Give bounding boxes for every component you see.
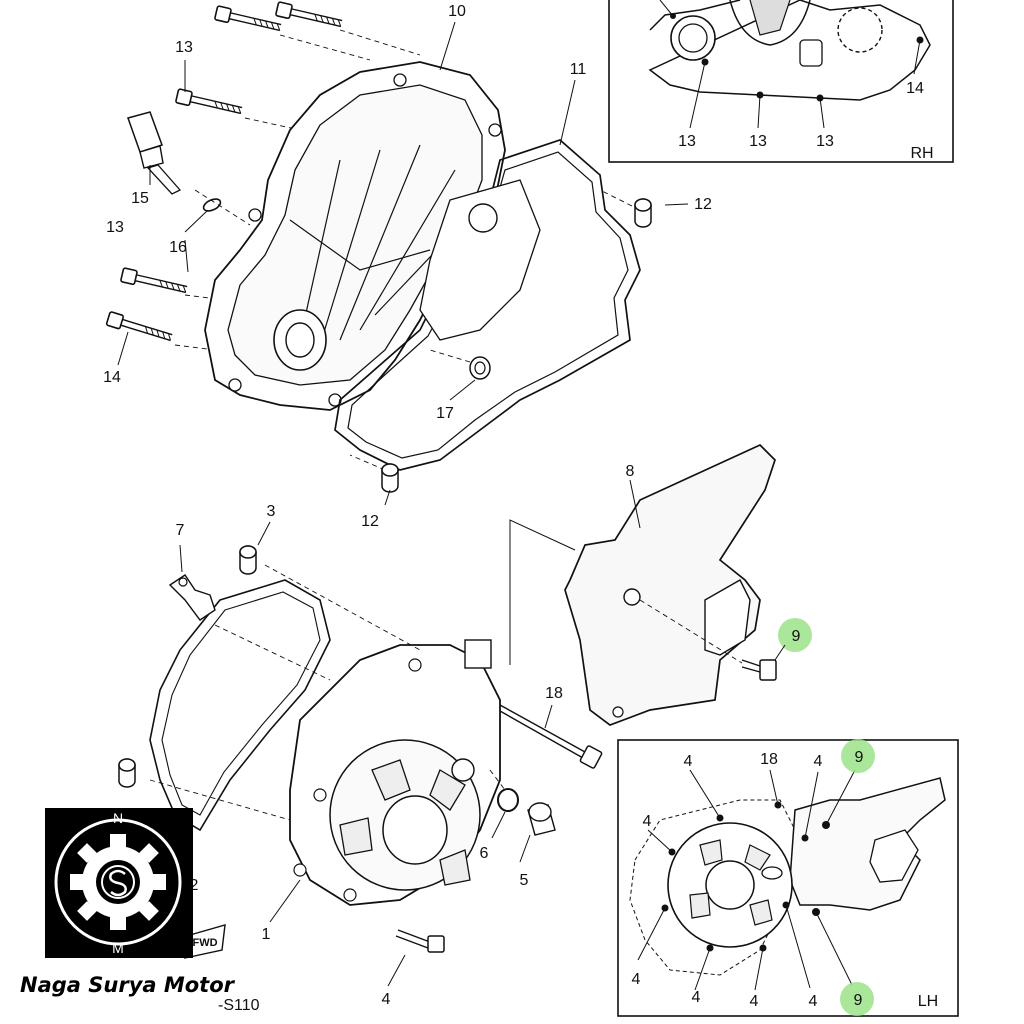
highlight-marker xyxy=(840,982,874,1016)
callout-16: 16 xyxy=(169,239,187,256)
drawing-code: -S110 xyxy=(218,997,260,1014)
callout-3: 3 xyxy=(267,503,276,520)
svg-text:M: M xyxy=(112,940,124,956)
callout-13: 13 xyxy=(106,219,124,236)
callout-17: 17 xyxy=(436,405,454,422)
collar-icon xyxy=(381,463,399,493)
callout-1: 1 xyxy=(262,926,271,943)
callout-18: 18 xyxy=(545,685,563,702)
callout-14: 14 xyxy=(103,369,121,386)
collar-icon xyxy=(239,545,257,575)
collar-icon xyxy=(634,198,652,228)
callout-9: 9 xyxy=(855,749,864,766)
callout-4: 4 xyxy=(750,993,759,1010)
bolt-icon xyxy=(274,1,344,32)
callout-13: 13 xyxy=(749,133,767,150)
fwd-mark: FWD xyxy=(192,937,217,949)
highlight-marker xyxy=(778,618,812,652)
callout-4: 4 xyxy=(692,989,701,1006)
callout-4: 4 xyxy=(382,991,391,1008)
brand-name: Naga Surya Motor xyxy=(20,973,236,997)
callout-14: 14 xyxy=(906,80,924,97)
callout-4: 4 xyxy=(632,971,641,988)
brand-watermark: N M Naga Surya Motor xyxy=(20,808,236,997)
callout-10: 10 xyxy=(448,3,466,20)
callout-7: 7 xyxy=(176,522,185,539)
callout-5: 5 xyxy=(520,872,529,889)
highlight-marker xyxy=(841,739,875,773)
callout-12: 12 xyxy=(361,513,379,530)
callout-4: 4 xyxy=(814,753,823,770)
callout-9: 9 xyxy=(854,992,863,1009)
callout-13: 13 xyxy=(175,39,193,56)
callout-13: 13 xyxy=(816,133,834,150)
callout-2: 2 xyxy=(190,877,199,894)
callout-11: 11 xyxy=(570,61,587,78)
gear-logo-icon: N M xyxy=(54,810,182,956)
callout-18: 18 xyxy=(760,751,778,768)
callout-12: 12 xyxy=(694,196,712,213)
inset-lh-label: LH xyxy=(918,993,938,1010)
callout-15: 15 xyxy=(131,190,149,207)
collar-icon xyxy=(118,758,136,788)
crankcase-cover-lh-assembly: 9 xyxy=(118,443,812,1014)
callout-9: 9 xyxy=(792,628,801,645)
inset-lh: 4 18 4 4 4 4 4 4 9 9 LH xyxy=(617,739,959,1017)
bolt-icon xyxy=(105,310,175,346)
callout-8: 8 xyxy=(626,463,635,480)
callout-4: 4 xyxy=(809,993,818,1010)
callout-13: 13 xyxy=(678,133,696,150)
crankcase-cover-rh-assembly: 10 11 13 13 14 15 16 17 12 12 xyxy=(103,1,712,530)
bolt-icon xyxy=(174,88,244,119)
inset-rh: 13 13 13 14 RH xyxy=(608,0,954,163)
callout-4: 4 xyxy=(684,753,693,770)
callout-6: 6 xyxy=(480,845,489,862)
callout-4: 4 xyxy=(643,813,652,830)
bolt-icon xyxy=(119,267,189,298)
svg-text:N: N xyxy=(113,810,123,826)
inset-rh-label: RH xyxy=(910,145,933,162)
bolt-icon xyxy=(213,5,283,36)
